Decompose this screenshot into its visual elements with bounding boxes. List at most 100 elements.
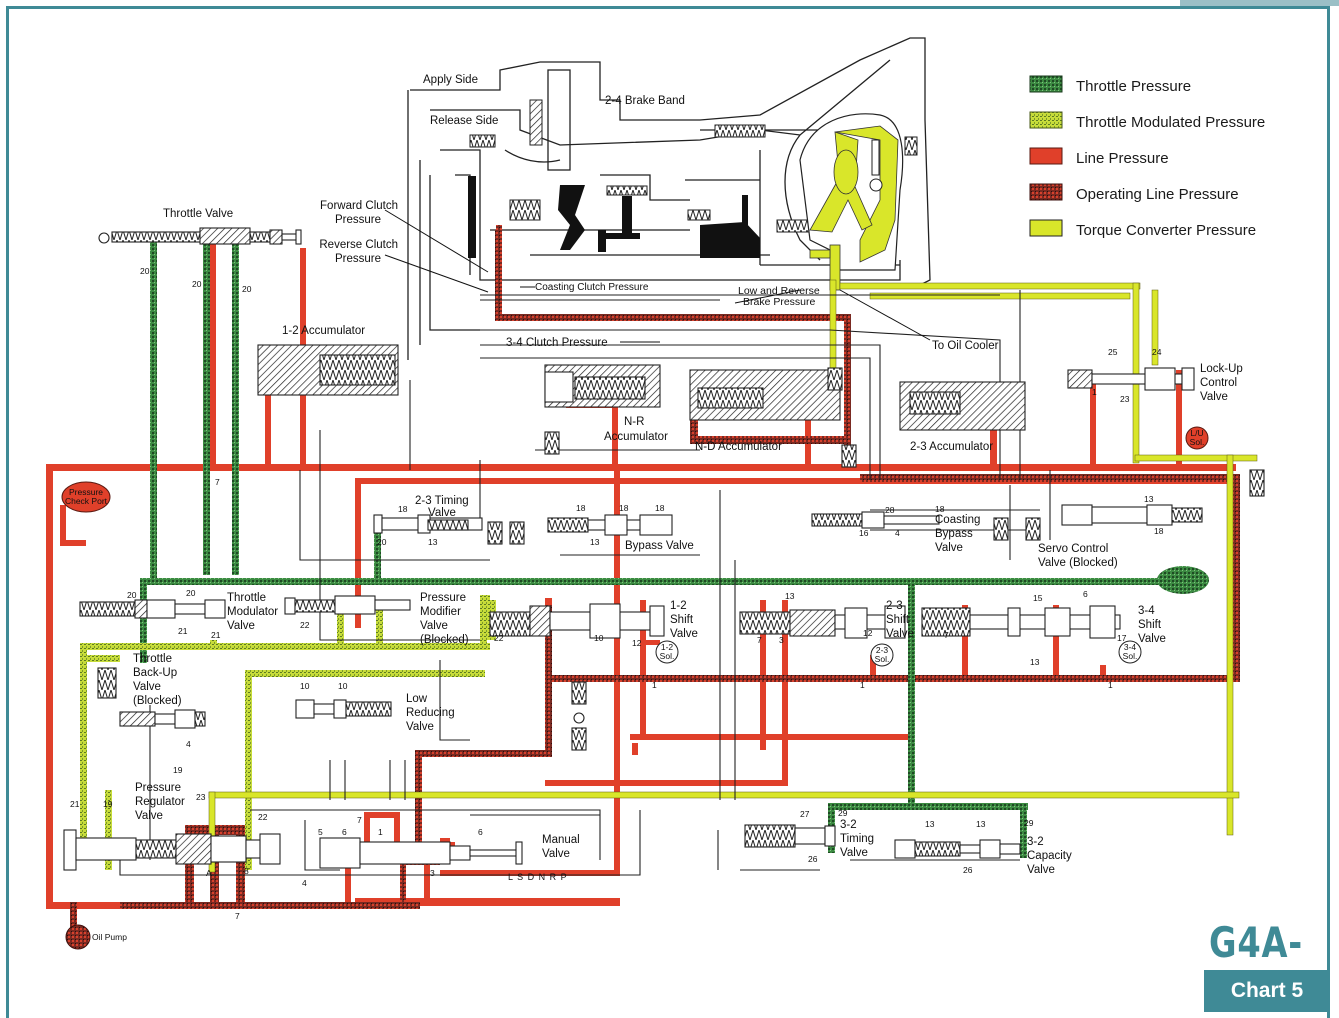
legend-swatch-throttle [1029,75,1063,93]
shift-12-label-3: Valve [670,628,698,640]
throttle-modulator-label-3: Valve [227,620,255,632]
chart-frame [6,6,1330,1018]
shift-34-label-2: Shift [1138,619,1162,631]
throttle-modulator-label-2: Modulator [227,606,278,618]
port-number: 10 [300,681,310,691]
port-number: 21 [70,799,80,809]
low-reverse-label-2: Brake Pressure [743,296,816,308]
legend: Throttle Pressure Throttle Modulated Pre… [1029,75,1265,239]
housing-solid-parts [468,176,760,258]
port-number: 26 [963,865,973,875]
throttle-modulator-label-1: Throttle [227,592,266,604]
legend-swatch-throttle-modulated [1029,111,1063,129]
pressure-modifier-label-2: Modifier [420,606,461,618]
timing-23-label-1: 2-3 Timing [415,495,469,507]
port-number: 13 [590,537,600,547]
throttle-valve-label: Throttle Valve [163,208,233,220]
torque-converter [799,113,904,291]
throttle-backup-label-3: Valve [133,681,161,693]
shift-12-label-1: 1-2 [670,600,687,612]
port-number: 26 [808,854,818,864]
port-number: 7 [757,635,762,645]
timing-23-label-2: Valve [428,507,456,519]
coasting-clutch-label: Coasting Clutch Pressure [535,282,649,293]
top-accent-bar [1180,0,1339,6]
pressure-modifier-label-1: Pressure [420,592,466,604]
port-number: 8 [244,866,249,876]
oil-pump-label: Oil Pump [92,932,127,942]
port-number: 18 [619,503,629,513]
port-number: 23 [1120,394,1130,404]
port-number: 1 [1092,387,1097,397]
bypass-valve-label: Bypass Valve [625,540,694,552]
port-number: 28 [885,505,895,515]
torque-converter-circuit [208,279,1258,873]
servo-control-label-2: Valve (Blocked) [1038,557,1118,569]
pressure-modifier-label-4: (Blocked) [420,634,469,646]
shift-34-label-1: 3-4 [1138,605,1155,617]
solenoid-2-3: 2-3 Sol. [870,643,894,667]
port-number: 12 [632,638,642,648]
manual-valve-label-1: Manual [542,834,580,846]
port-number: 20 [127,590,137,600]
port-number: 13 [1144,494,1154,504]
port-number: 24 [1152,347,1162,357]
low-reducing-label-2: Reducing [406,707,455,719]
port-number: 19 [103,799,113,809]
shift-23-label-3: Valve [886,628,914,640]
legend-swatch-line [1029,147,1063,165]
port-number: 6 [342,827,347,837]
legend-item-throttle: Throttle Pressure [1029,75,1191,95]
port-number: 5 [318,827,323,837]
legend-label-throttle: Throttle Pressure [1076,78,1191,95]
port-number: 15 [1033,593,1043,603]
port-numbers: 20 20 20 20 20 21 21 22 18 20 13 18 18 1… [70,266,1164,921]
apply-side-label: Apply Side [423,74,478,86]
port-number: 18 [1154,526,1164,536]
port-number: 18 [576,503,586,513]
legend-swatch-operating-line [1029,183,1063,201]
port-number: 29 [838,808,848,818]
port-number: 13 [428,537,438,547]
to-oil-cooler-label: To Oil Cooler [932,340,999,352]
legend-item-operating-line: Operating Line Pressure [1029,183,1239,203]
sol-23-label-1: 2-3 [876,645,889,655]
pressure-check-label-1: Pressure [69,487,103,497]
port-number: 20 [242,284,252,294]
accumulator-12-label: 1-2 Accumulator [282,325,365,337]
port-number: 21 [178,626,188,636]
shift-23-label-2: Shift [886,614,910,626]
legend-item-throttle-modulated: Throttle Modulated Pressure [1029,111,1265,131]
lu-sol-label-2: Sol. [1190,437,1205,447]
port-number: 1 [652,680,657,690]
chart-number-label: Chart 5 [1230,979,1304,1002]
port-number: 10 [338,681,348,691]
coasting-bypass-label-3: Valve [935,542,963,554]
legend-label-throttle-modulated: Throttle Modulated Pressure [1076,114,1265,131]
pressure-modifier-label-3: Valve [420,620,448,632]
port-number: 18 [398,504,408,514]
port-number: 4 [186,739,191,749]
port-number: 6 [478,827,483,837]
chart-number-badge: Chart 5 [1204,970,1330,1012]
port-number: 16 [859,528,869,538]
forward-clutch-label-1: Forward Clutch [320,200,398,212]
release-side-label: Release Side [430,115,498,127]
throttle-backup-label-1: Throttle [133,653,172,665]
legend-item-line: Line Pressure [1029,147,1169,167]
reverse-clutch-label-2: Pressure [335,253,381,265]
throttle-reservoir [1157,566,1209,594]
port-number: 1 [860,680,865,690]
port-number: 27 [800,809,810,819]
nd-accumulator-label: N-D Accumulator [695,441,782,453]
sol-12-label-2: Sol. [660,651,675,661]
coasting-bypass-label-2: Bypass [935,528,973,540]
solenoid-3-4: 3-4 Sol. [1118,640,1142,664]
port-number: 21 [211,630,221,640]
lockup-label-3: Valve [1200,391,1228,403]
oil-pump: Oil Pump [65,924,127,950]
port-number: 22 [494,633,504,643]
pressure-regulator-label-2: Regulator [135,796,185,808]
legend-item-torque-converter: Torque Converter Pressure [1029,219,1256,239]
